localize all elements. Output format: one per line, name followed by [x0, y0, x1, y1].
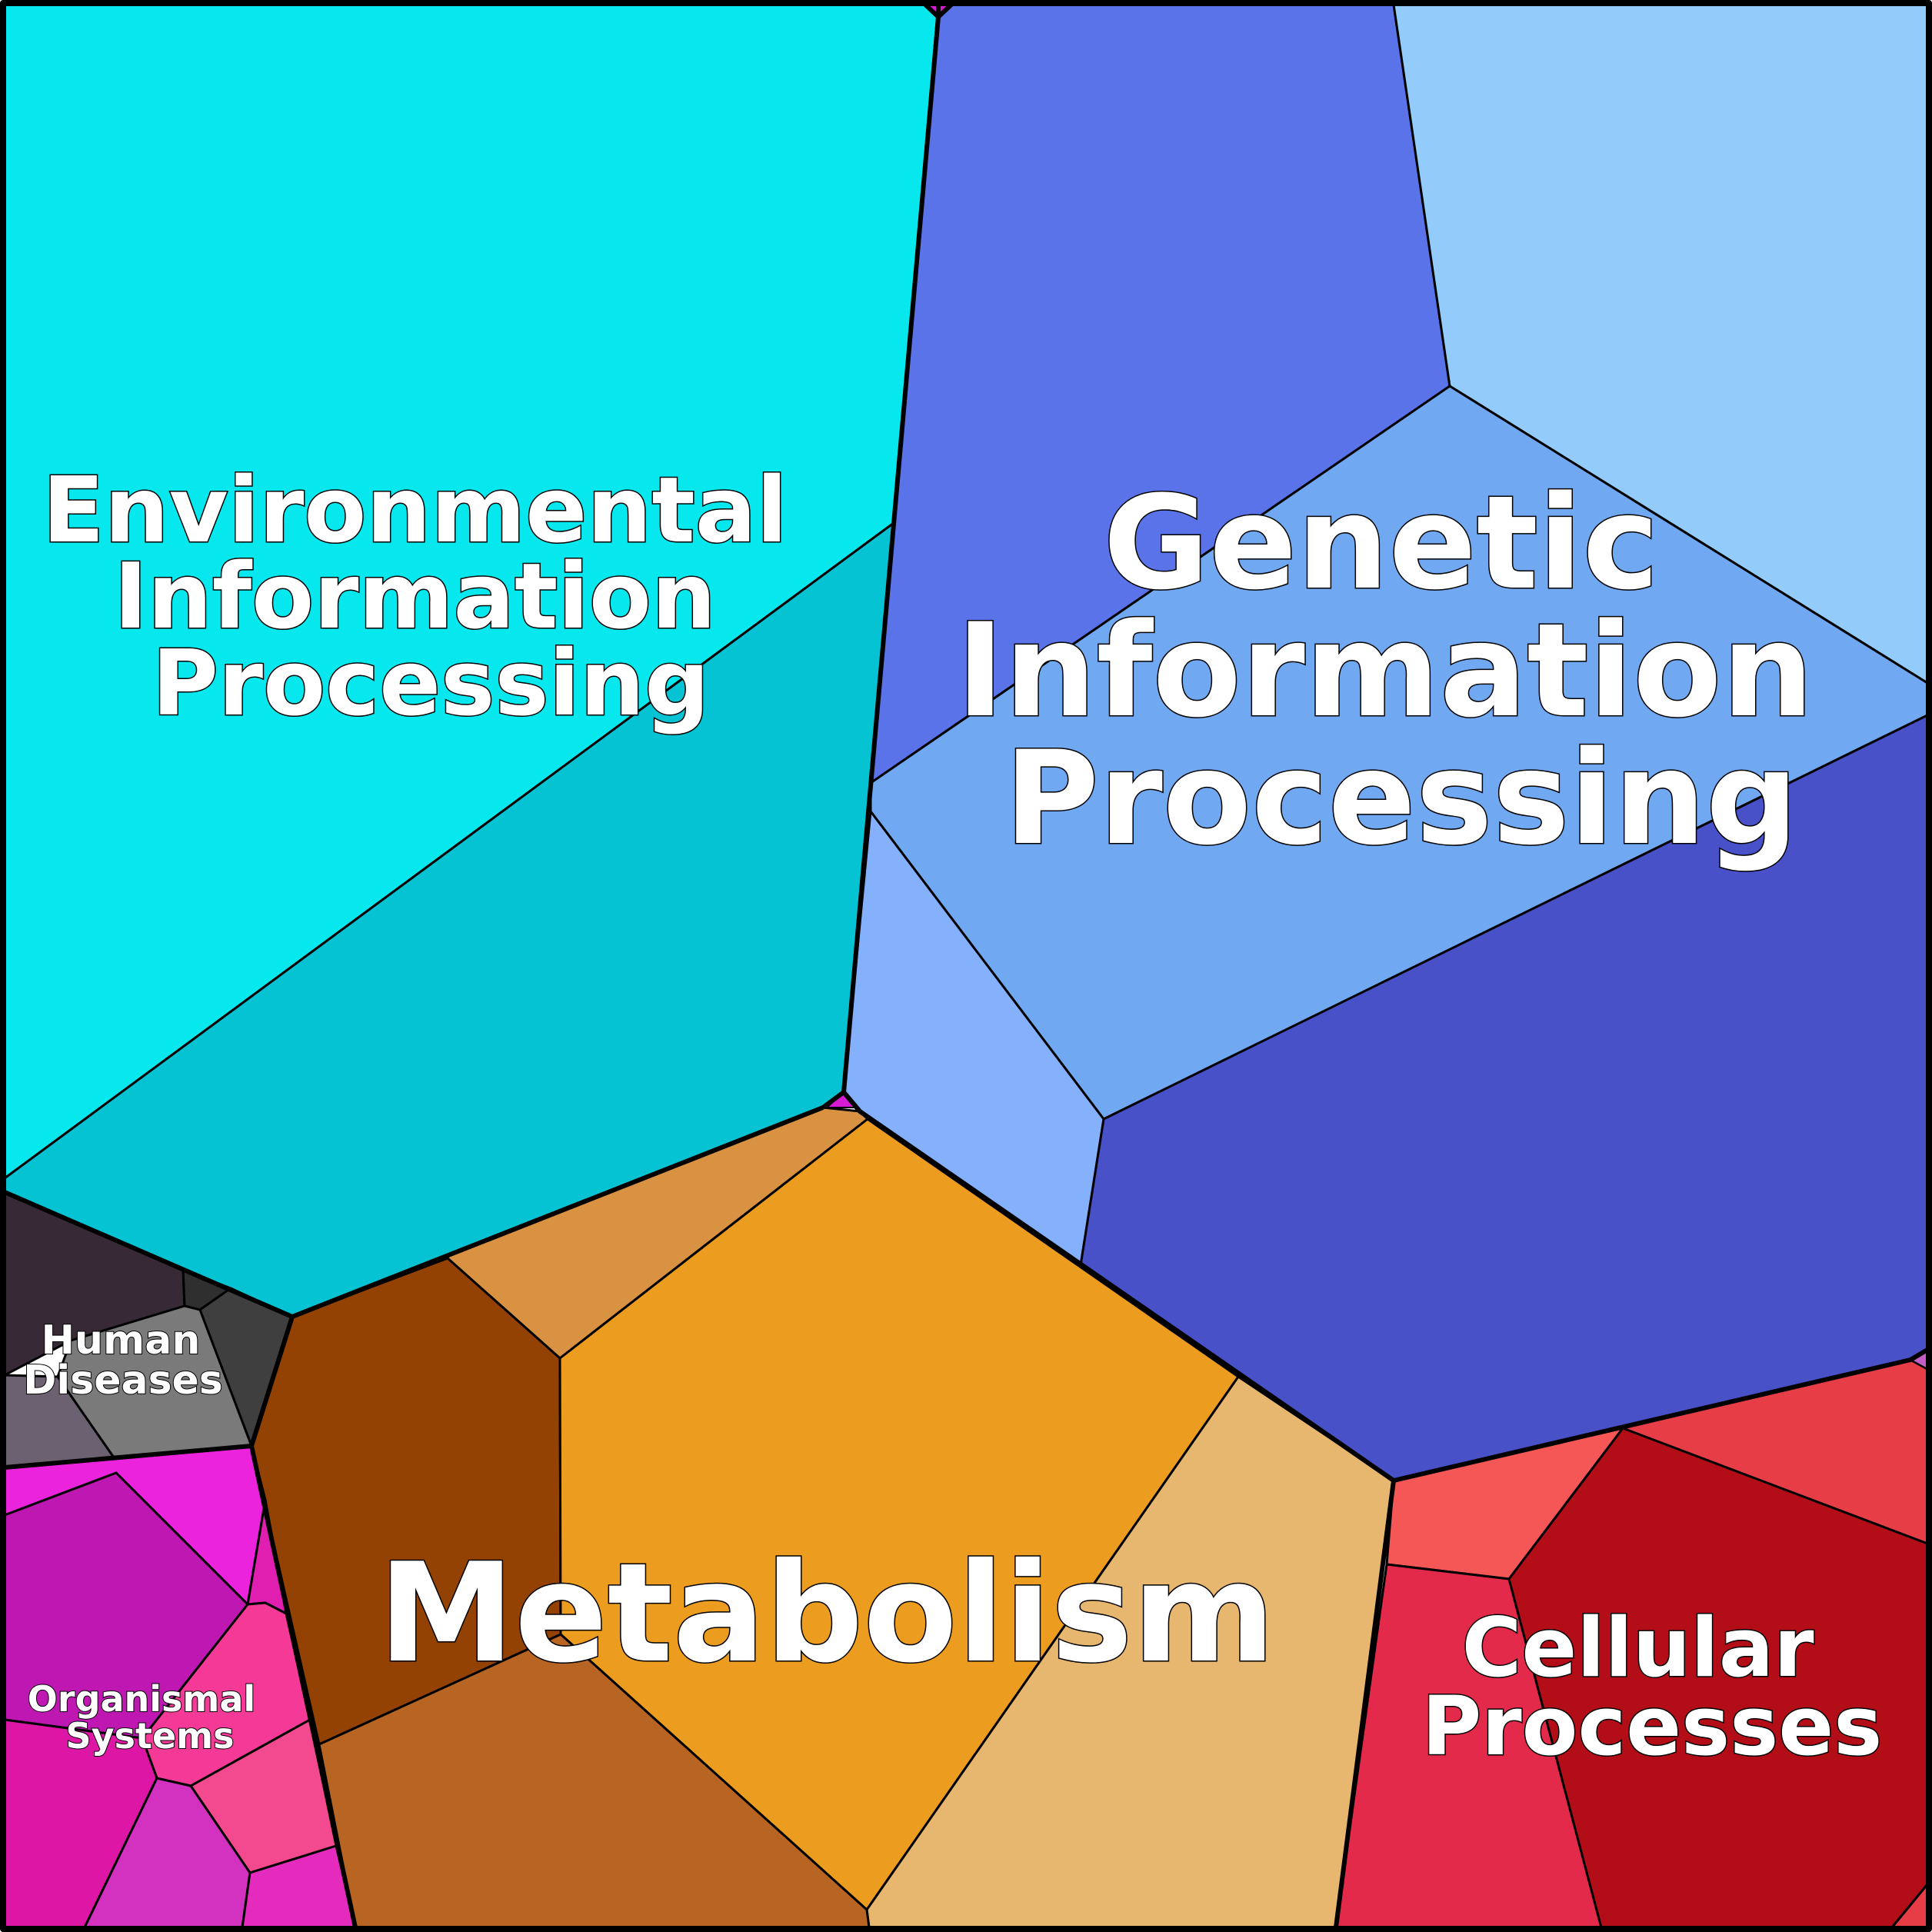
label-environmental-line2: Information: [114, 543, 716, 649]
labels: Environmental Information Processing Gen…: [22, 456, 1884, 1775]
label-human-line1: Human: [42, 1317, 201, 1364]
border-met-cel: [1334, 1480, 1396, 1928]
border-env-hum: [3, 1190, 294, 1319]
label-human: Human Diseases: [23, 1317, 222, 1404]
border-hum-org: [4, 1444, 252, 1470]
label-organismal-line2: Systems: [66, 1715, 235, 1757]
group-cellular: [1334, 1358, 1929, 1929]
label-cellular: Cellular Processes: [1422, 1601, 1883, 1774]
label-metabolism: Metabolism: [378, 1534, 1275, 1693]
label-genetic: Genetic Information Processing: [956, 468, 1858, 874]
label-organismal: Organismal Systems: [28, 1678, 268, 1757]
border-env-met: [291, 1105, 824, 1319]
label-genetic-line1: Genetic: [1103, 468, 1659, 618]
label-metabolism-line1: Metabolism: [378, 1534, 1275, 1693]
border-gen-cel: [1393, 1347, 1929, 1483]
label-organismal-line1: Organismal: [28, 1678, 255, 1720]
label-genetic-line2: Information: [956, 595, 1814, 746]
border-tiny-middle: [821, 1090, 862, 1113]
label-environmental-line3: Processing: [152, 630, 709, 736]
label-human-line2: Diseases: [23, 1357, 222, 1404]
label-genetic-line3: Processing: [1004, 723, 1798, 874]
label-cellular-line2: Processes: [1422, 1679, 1883, 1774]
group-organismal: [3, 1444, 357, 1929]
label-cellular-line1: Cellular: [1462, 1601, 1814, 1695]
group-genetic: [842, 3, 1929, 1482]
label-environmental: Environmental Information Processing: [42, 457, 819, 736]
border-top-tiny: [923, 2, 954, 19]
label-environmental-line1: Environmental: [42, 457, 788, 563]
